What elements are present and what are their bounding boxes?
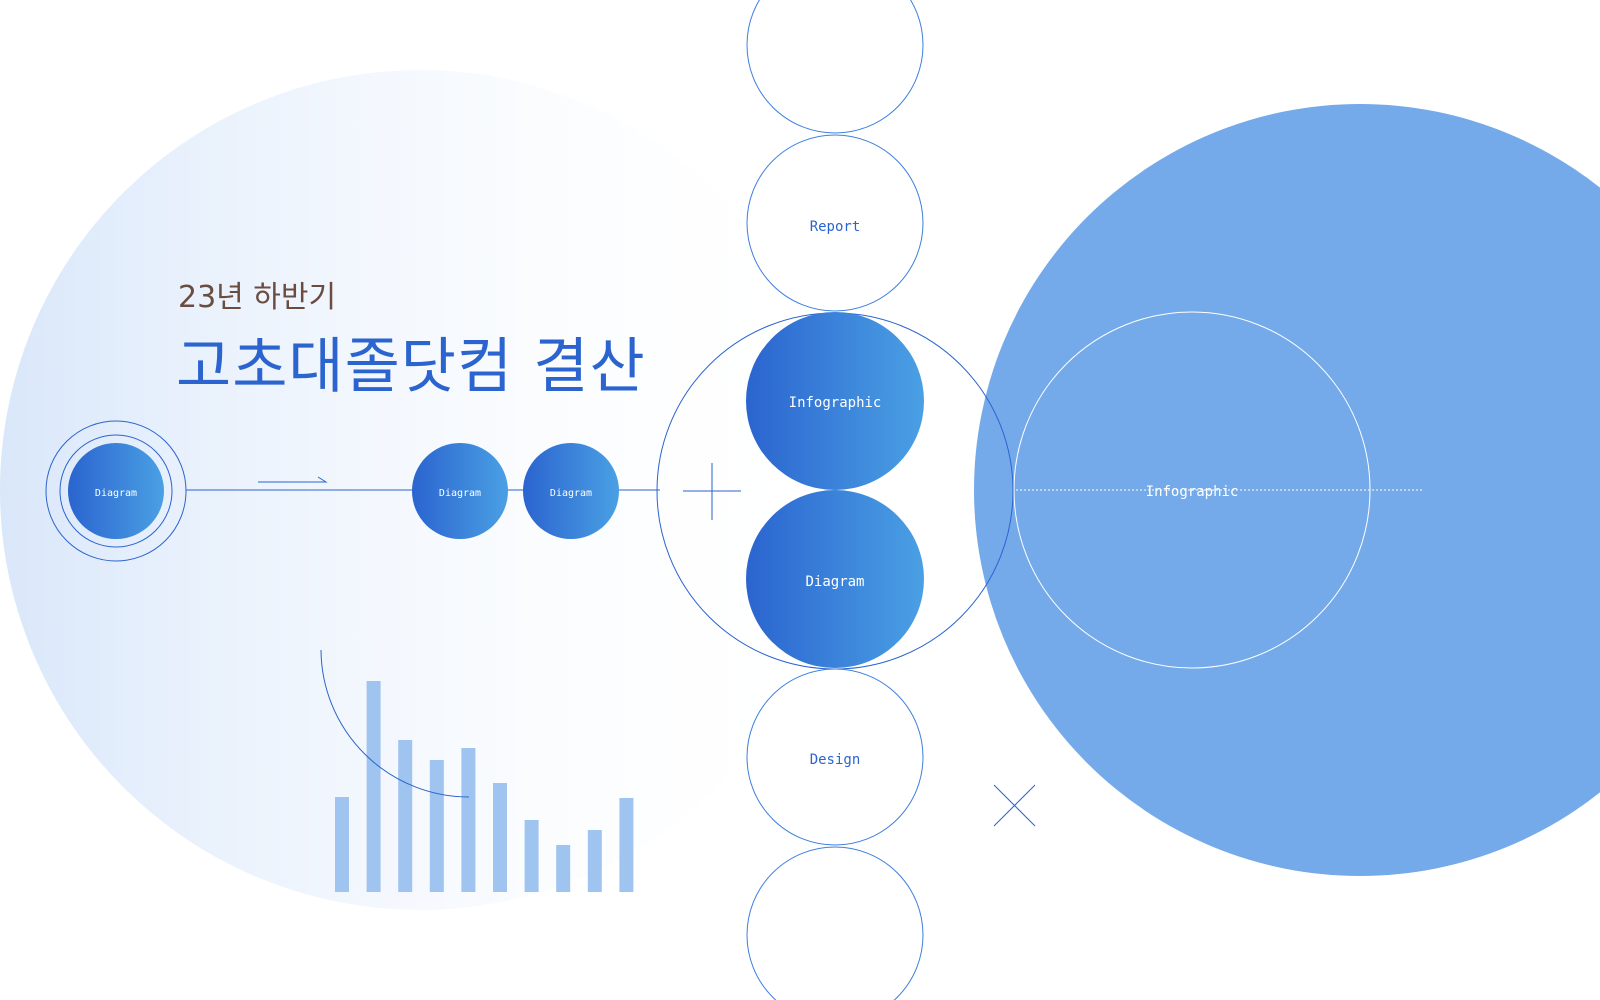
arrow-right-icon bbox=[258, 476, 328, 483]
mid-diagram-2-label: Diagram bbox=[550, 488, 592, 499]
cross-icon bbox=[993, 784, 1036, 827]
mid-diagram-node-1[interactable]: Diagram bbox=[412, 443, 508, 539]
mid-diagram-node-2[interactable]: Diagram bbox=[523, 443, 619, 539]
bar bbox=[524, 820, 539, 892]
bar bbox=[556, 845, 571, 892]
left-inner-ring bbox=[59, 434, 173, 548]
bar bbox=[366, 681, 381, 892]
plus-icon bbox=[683, 463, 741, 520]
bar bbox=[461, 748, 476, 892]
report-node[interactable]: Report bbox=[746, 134, 924, 312]
left-diagram-node[interactable]: Diagram bbox=[68, 443, 164, 539]
design-node[interactable]: Design bbox=[746, 668, 924, 846]
page-title: 고초대졸닷컴 결산 bbox=[176, 332, 646, 402]
left-diagram-label: Diagram bbox=[95, 488, 137, 499]
bar-chart bbox=[335, 681, 634, 892]
left-outer-ring bbox=[45, 420, 187, 562]
design-label: Design bbox=[810, 752, 861, 768]
bar bbox=[398, 740, 413, 892]
bar bbox=[429, 760, 444, 892]
bottom-empty-ring bbox=[746, 846, 924, 1000]
diagram-center-label: Diagram bbox=[805, 574, 864, 590]
top-empty-ring bbox=[746, 0, 924, 134]
bar bbox=[587, 830, 602, 892]
infographic-node[interactable]: Infographic bbox=[746, 312, 924, 490]
diagram-center-node[interactable]: Diagram bbox=[746, 490, 924, 668]
big-blue-circle bbox=[974, 104, 1600, 876]
bar bbox=[619, 798, 634, 892]
page-subtitle: 23년 하반기 bbox=[178, 280, 337, 315]
bar bbox=[493, 783, 507, 892]
big-infographic-label: Infographic bbox=[1146, 484, 1239, 500]
report-label: Report bbox=[810, 219, 861, 235]
bar bbox=[335, 797, 349, 892]
mid-diagram-1-label: Diagram bbox=[439, 488, 481, 499]
infographic-label: Infographic bbox=[789, 395, 882, 411]
arc-decoration bbox=[320, 649, 470, 798]
